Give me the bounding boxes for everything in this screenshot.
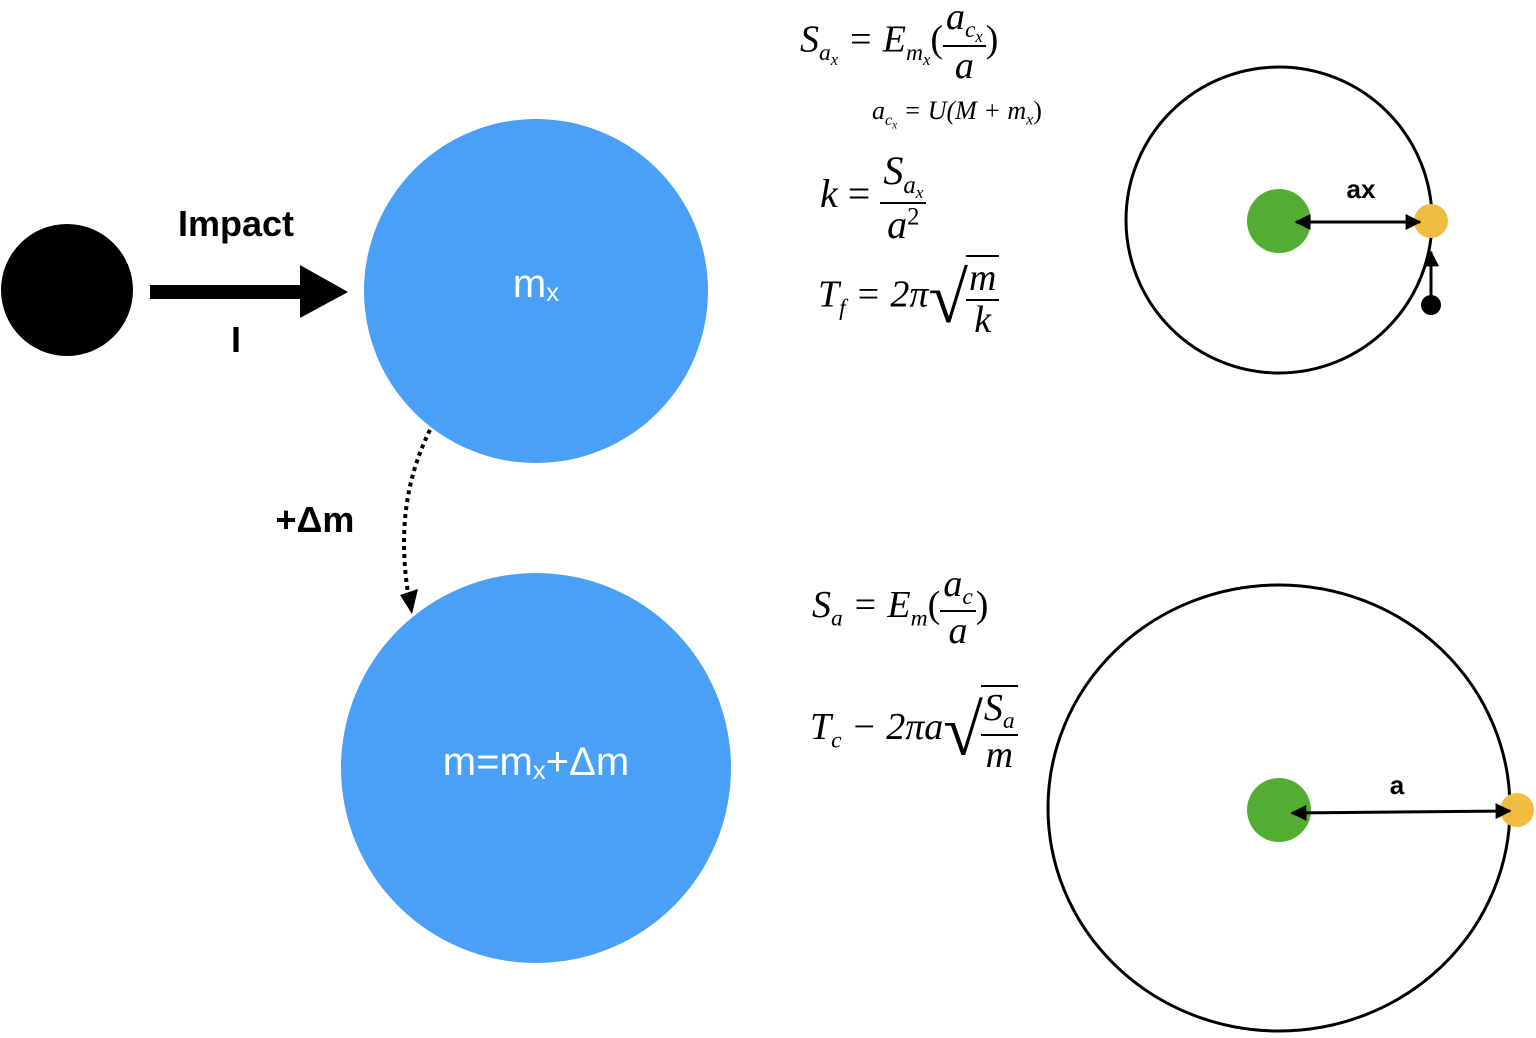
planet-top [1247,189,1311,253]
mass-gain-label: +Δm [276,499,355,540]
orbit-bottom: a [1046,583,1534,1033]
equation-acx: acx = U(M + mx) [872,96,1042,132]
body-before-label: mx [513,262,559,307]
radius-label-bottom: a [1390,770,1405,800]
mass-gain-arrow [402,429,432,606]
impactor-body [1,224,133,356]
impact-point-top [1421,295,1441,315]
impact-symbol: I [231,319,241,360]
radius-label-top: ax [1347,174,1376,204]
radius-arrow-bottom [1290,803,1512,821]
planet-bottom [1247,778,1311,842]
impact-title: Impact [178,203,294,244]
satellite-top [1414,204,1448,238]
impact-arrow [150,265,348,318]
body-before [364,119,708,463]
body-after-label: m=mx+Δm [443,740,629,785]
body-after [341,573,731,963]
orbit-top: ax [1124,65,1448,375]
mass-gain-arrowhead [400,589,418,614]
